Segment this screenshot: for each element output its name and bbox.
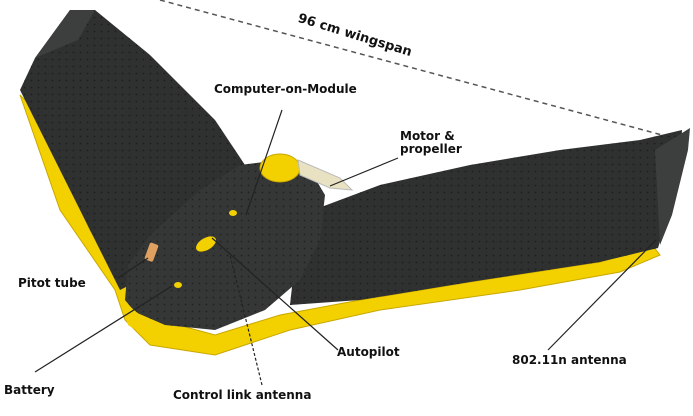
leader-motor: [330, 158, 398, 186]
wingspan-dashed-line: [160, 0, 688, 142]
label-802-11n-antenna: 802.11n antenna: [512, 354, 627, 367]
label-battery: Battery: [4, 384, 55, 397]
label-motor-line2: propeller: [400, 143, 462, 156]
label-computer-on-module: Computer-on-Module: [214, 83, 357, 96]
label-control-link-antenna: Control link antenna: [173, 389, 311, 402]
label-autopilot: Autopilot: [337, 346, 400, 359]
label-motor-propeller: Motor & propeller: [400, 130, 462, 156]
label-pitot-tube: Pitot tube: [18, 277, 86, 290]
